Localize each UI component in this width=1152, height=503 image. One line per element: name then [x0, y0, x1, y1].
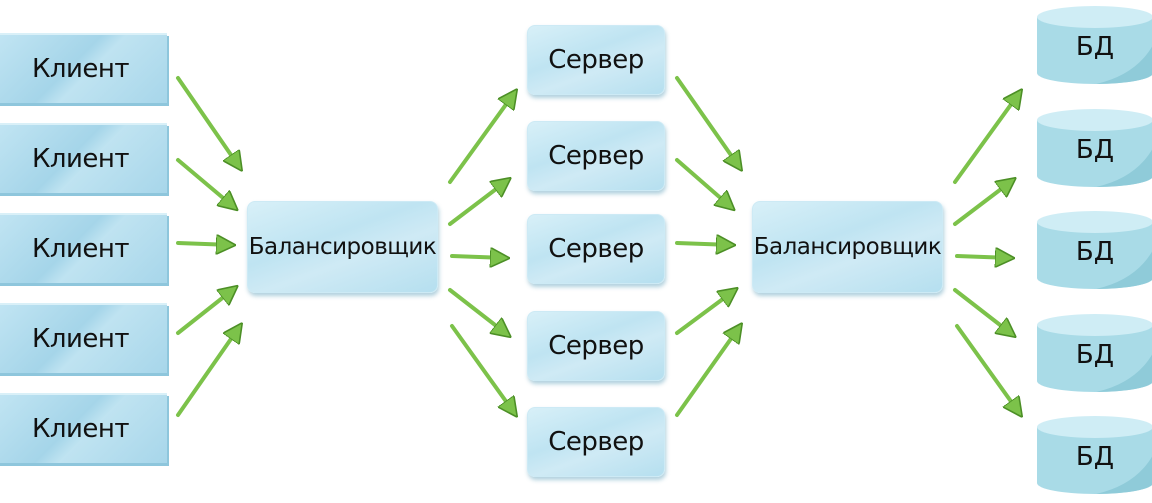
arrow-10 — [450, 324, 515, 414]
server-box-1: Сервер — [527, 25, 665, 95]
server-box-2: Сервер — [527, 121, 665, 191]
database-2: БД — [1036, 108, 1152, 188]
database-4: БД — [1036, 313, 1152, 393]
client-label: Клиент — [31, 54, 130, 84]
arrow-11 — [675, 76, 740, 168]
arrow-16 — [953, 92, 1020, 184]
arrow-12 — [675, 158, 732, 208]
database-5: БД — [1036, 415, 1152, 495]
arrow-9 — [448, 288, 508, 335]
server-label: Сервер — [548, 141, 644, 171]
database-label: БД — [1075, 442, 1115, 472]
arrow-8 — [450, 256, 506, 258]
client-box-4: Клиент — [0, 303, 167, 373]
server-label: Сервер — [548, 427, 644, 457]
arrow-1 — [176, 76, 240, 168]
client-box-1: Клиент — [0, 33, 167, 103]
database-icon — [1037, 416, 1152, 494]
client-label: Клиент — [31, 144, 130, 174]
arrow-3 — [176, 243, 232, 245]
database-icon — [1037, 109, 1152, 187]
database-label: БД — [1075, 237, 1115, 267]
arrow-2 — [176, 158, 235, 208]
arrow-17 — [953, 180, 1013, 226]
load-balancer-1: Балансировщик — [247, 201, 438, 293]
database-1: БД — [1036, 5, 1152, 85]
client-label: Клиент — [31, 414, 130, 444]
server-box-5: Сервер — [527, 407, 665, 477]
database-label: БД — [1075, 135, 1115, 165]
database-label: БД — [1075, 32, 1115, 62]
arrow-15 — [675, 326, 740, 417]
server-label: Сервер — [548, 331, 644, 361]
arrow-4 — [176, 288, 235, 335]
load-balancer-2: Балансировщик — [752, 201, 943, 293]
arrow-19 — [953, 288, 1013, 335]
client-label: Клиент — [31, 324, 130, 354]
arrow-20 — [955, 324, 1020, 414]
server-box-4: Сервер — [527, 311, 665, 381]
client-label: Клиент — [31, 234, 130, 264]
database-3: БД — [1036, 210, 1152, 290]
database-icon — [1037, 314, 1152, 392]
server-label: Сервер — [548, 234, 644, 264]
server-label: Сервер — [548, 45, 644, 75]
arrow-5 — [176, 326, 240, 417]
arrow-6 — [448, 92, 515, 184]
database-icon — [1037, 6, 1152, 84]
database-label: БД — [1075, 340, 1115, 370]
client-box-5: Клиент — [0, 393, 167, 463]
arrow-13 — [675, 243, 732, 245]
balancer-label: Балансировщик — [248, 234, 437, 260]
database-icon — [1037, 211, 1152, 289]
client-box-3: Клиент — [0, 213, 167, 283]
client-box-2: Клиент — [0, 123, 167, 193]
arrow-14 — [675, 290, 735, 335]
arrow-18 — [955, 256, 1011, 258]
balancer-label: Балансировщик — [753, 234, 942, 260]
server-box-3: Сервер — [527, 214, 665, 284]
arrow-7 — [448, 180, 508, 226]
